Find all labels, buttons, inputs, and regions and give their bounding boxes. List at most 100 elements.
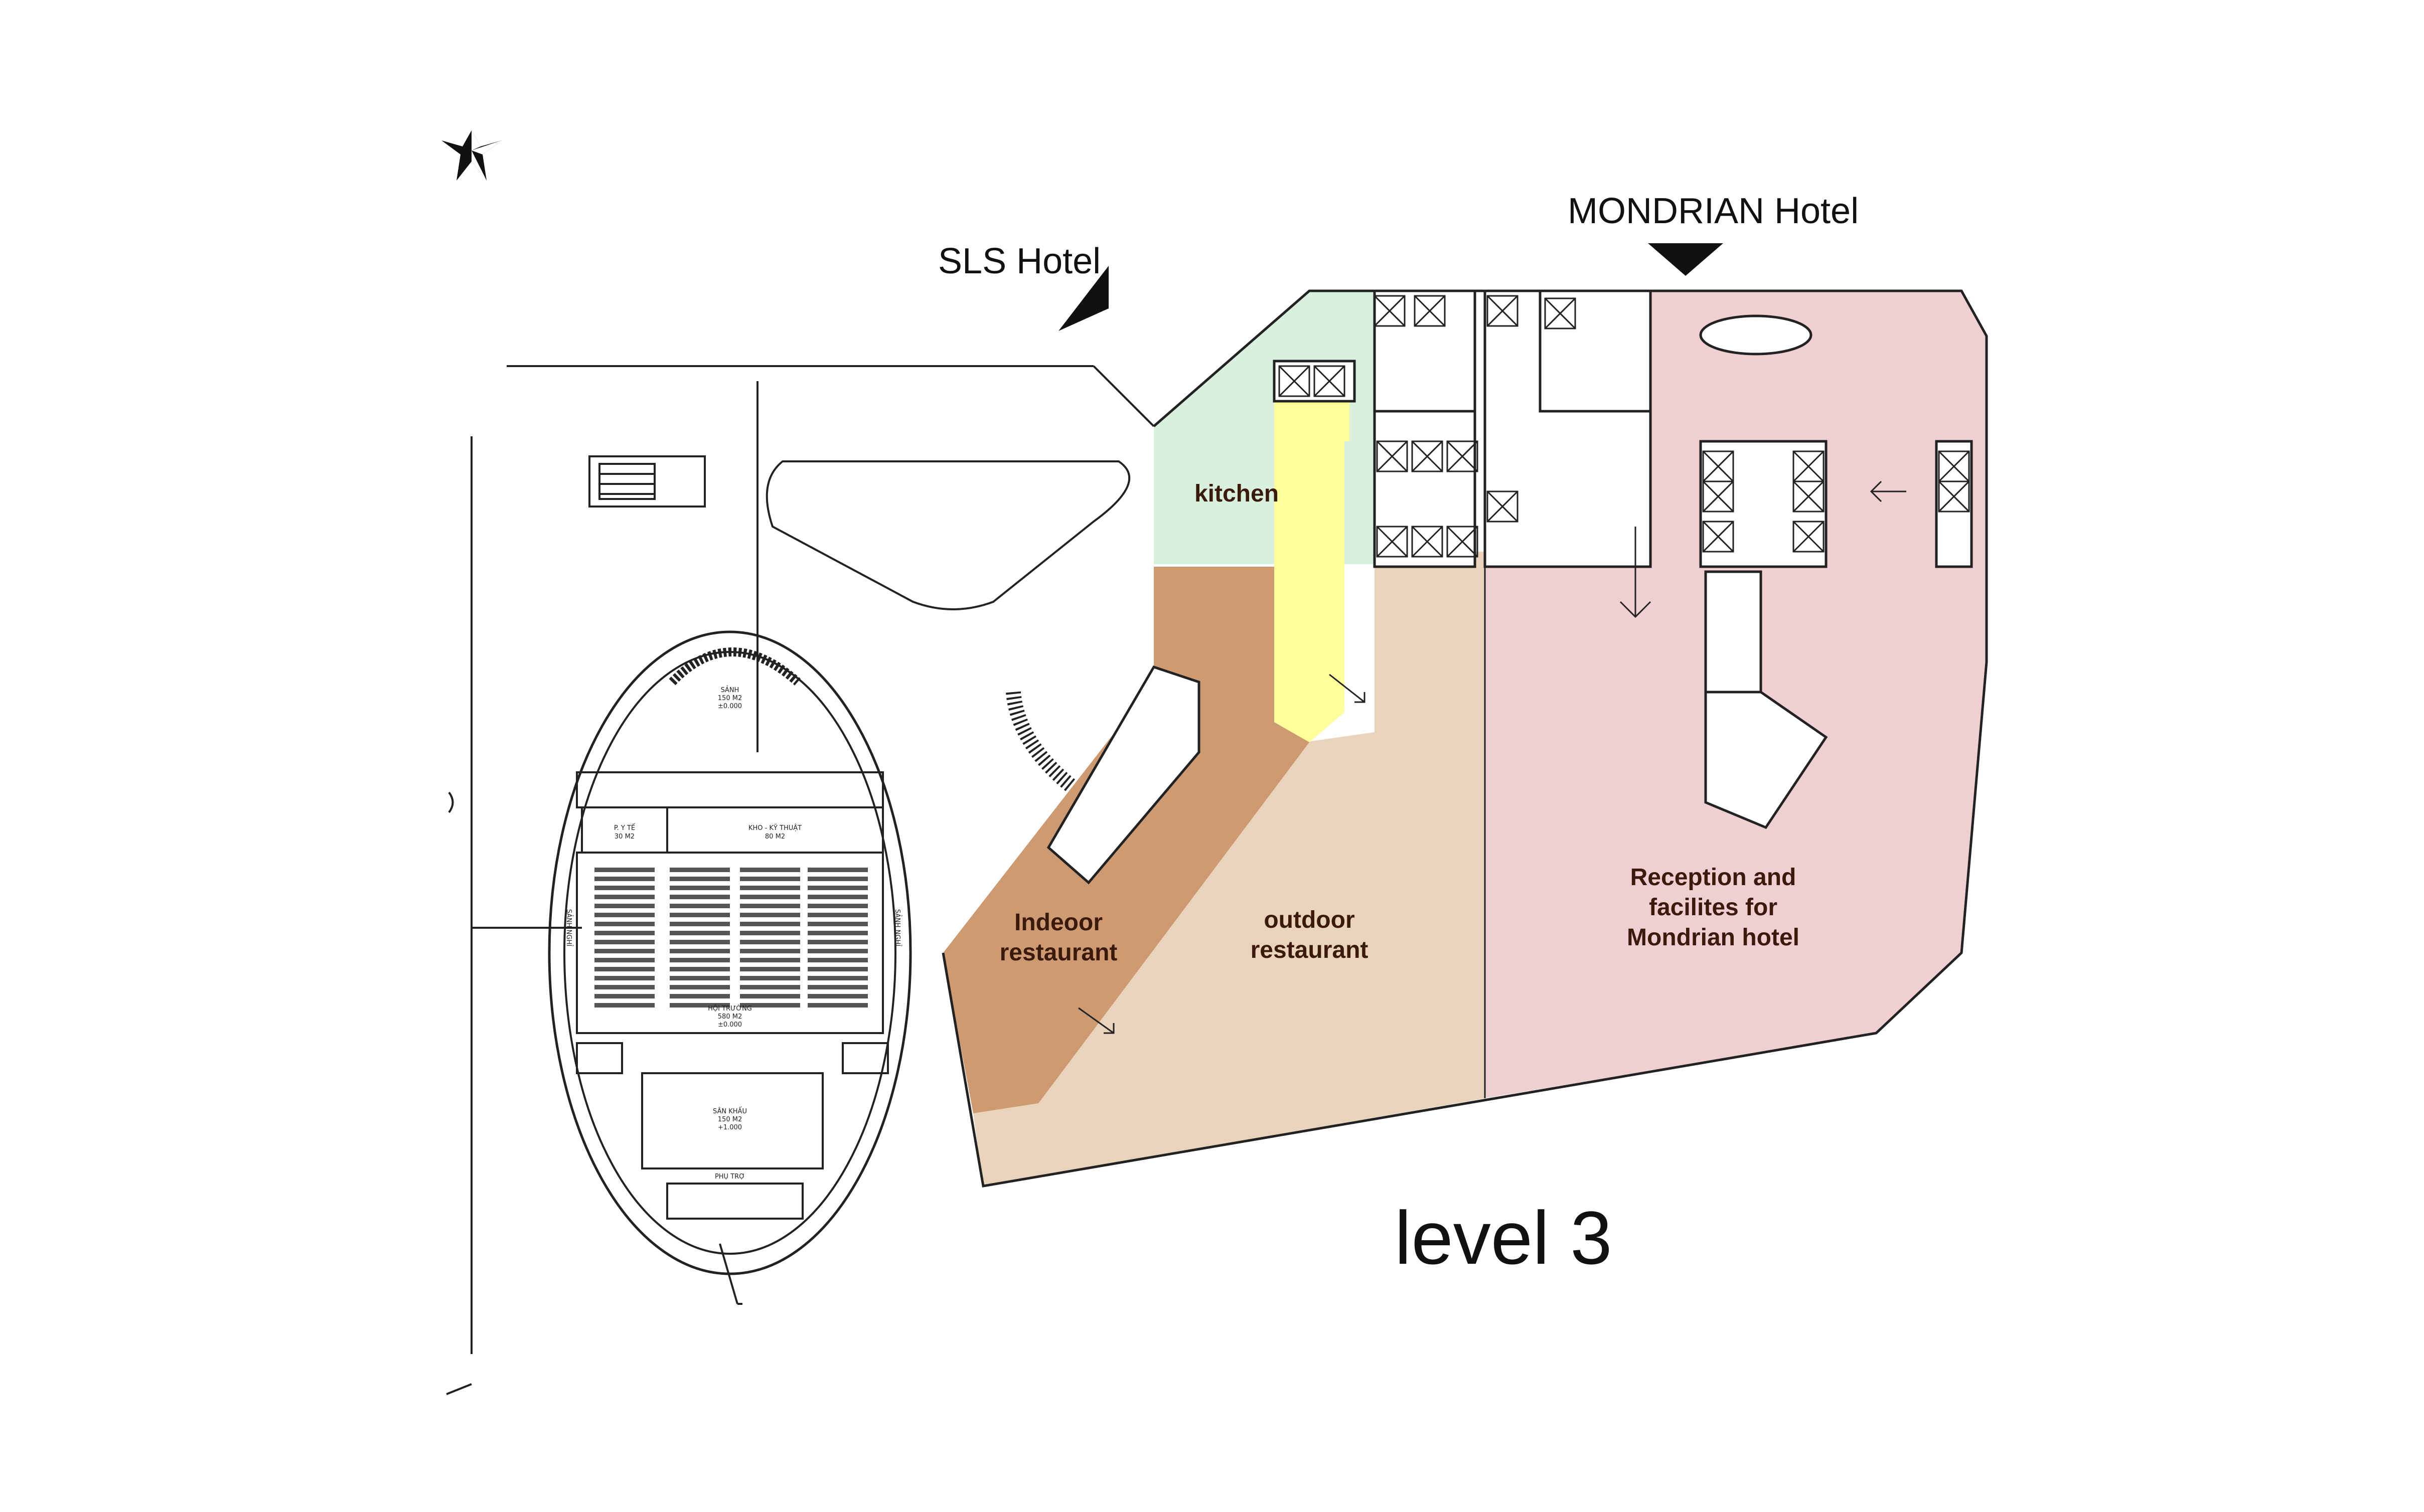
service-cores (1046, 289, 1973, 885)
curved-stair (1006, 691, 1098, 809)
seat-row (670, 913, 730, 917)
seat-row (740, 913, 800, 917)
outdoor-restaurant-zone (973, 552, 1485, 1186)
seat-row (670, 967, 730, 971)
elevator-icon (1414, 295, 1446, 327)
auditorium-label: HỘI TRƯỜNG (708, 1004, 752, 1013)
seat-row (808, 895, 868, 899)
side-lounge-right: SẢNH NGHỈ (893, 909, 902, 946)
seat-row (740, 868, 800, 872)
seat-row (808, 967, 868, 971)
auditorium-area: 580 M2 (718, 1013, 742, 1021)
seat-row (594, 868, 655, 872)
lobby-label: SẢNH (721, 686, 739, 694)
storage-label: KHO - KỸ THUẬT (748, 824, 802, 832)
elevator-icon (1544, 297, 1576, 329)
seat-row (670, 976, 730, 980)
seat-row (740, 877, 800, 881)
seat-row (808, 1003, 868, 1007)
sls-hotel-label: SLS Hotel (938, 241, 1101, 281)
flow-arrows (1078, 480, 1906, 1034)
north-arrow-icon (441, 130, 502, 181)
stage-area: 150 M2 (718, 1116, 742, 1123)
seat-row (808, 976, 868, 980)
seat-row (740, 931, 800, 935)
lobby-level: ±0.000 (718, 703, 742, 710)
seat-row (808, 931, 868, 935)
indoor-restaurant-label-2: restaurant (1000, 939, 1118, 966)
seat-row (808, 940, 868, 944)
seat-row (740, 994, 800, 998)
seat-row (670, 904, 730, 908)
seat-row (594, 922, 655, 926)
elevator-icon (1702, 521, 1734, 553)
seat-row (808, 904, 868, 908)
seat-row (808, 949, 868, 953)
seat-row (594, 877, 655, 881)
seat-row (808, 877, 868, 881)
seat-row (808, 958, 868, 962)
seat-row (594, 931, 655, 935)
hall-building: SẢNH 150 M2 ±0.000 P. Y TẾ 30 M2 KHO - K… (548, 630, 912, 1305)
medical-area: 30 M2 (615, 833, 635, 841)
yellow-zone (1274, 401, 1349, 742)
seat-row (594, 985, 655, 989)
seat-row (808, 985, 868, 989)
stage-level: +1.000 (718, 1124, 742, 1131)
kitchen-label: kitchen (1194, 480, 1279, 507)
seat-row (670, 940, 730, 944)
seat-row (594, 967, 655, 971)
elevator-icon (1411, 440, 1443, 472)
seat-row (740, 904, 800, 908)
elevator-icon (1313, 365, 1345, 397)
seat-row (594, 913, 655, 917)
seat-row (808, 994, 868, 998)
lobby-area: 150 M2 (718, 695, 742, 702)
seat-row (670, 895, 730, 899)
elevator-icon (1792, 480, 1825, 513)
seat-row (594, 904, 655, 908)
seat-row (740, 967, 800, 971)
sls-direction-marker-icon (1058, 266, 1109, 331)
seat-row (670, 886, 730, 890)
reception-label-3: Mondrian hotel (1627, 924, 1799, 951)
stage-label: SÂN KHẤU (713, 1107, 747, 1115)
elevator-icon (1376, 440, 1408, 472)
seat-row (594, 958, 655, 962)
seat-row (670, 958, 730, 962)
aux-label: PHỤ TRỢ (715, 1173, 745, 1181)
seat-row (740, 976, 800, 980)
elevator-icon (1486, 295, 1519, 327)
reception-label-1: Reception and (1630, 864, 1796, 891)
elevator-icon (1792, 521, 1825, 553)
side-lounge-left: SẢNH NGHỈ (565, 909, 573, 946)
seat-row (740, 940, 800, 944)
seat-row (594, 895, 655, 899)
outdoor-restaurant-label-1: outdoor (1264, 907, 1354, 933)
elevator-icon (1938, 480, 1970, 513)
elevator-icon (1446, 526, 1478, 558)
site-roads (446, 365, 1155, 1395)
elevator-icon (1702, 480, 1734, 513)
seat-row (670, 1003, 730, 1007)
seat-row (808, 922, 868, 926)
level-label: level 3 (1395, 1196, 1612, 1280)
seat-row (594, 940, 655, 944)
oval-opening (1699, 314, 1812, 356)
seat-row (740, 922, 800, 926)
auditorium-level: ±0.000 (718, 1021, 742, 1029)
seat-row (594, 1003, 655, 1007)
seat-row (594, 994, 655, 998)
seat-row (740, 985, 800, 989)
mondrian-hotel-label: MONDRIAN Hotel (1568, 191, 1859, 231)
seat-row (594, 976, 655, 980)
seat-row (740, 958, 800, 962)
reception-label-2: facilites for (1649, 894, 1777, 921)
seat-row (808, 913, 868, 917)
seat-row (670, 877, 730, 881)
seat-row (670, 949, 730, 953)
medical-label: P. Y TẾ (614, 823, 636, 832)
mondrian-direction-marker-icon (1648, 243, 1723, 276)
indoor-restaurant-label-1: Indeoor (1014, 909, 1103, 936)
